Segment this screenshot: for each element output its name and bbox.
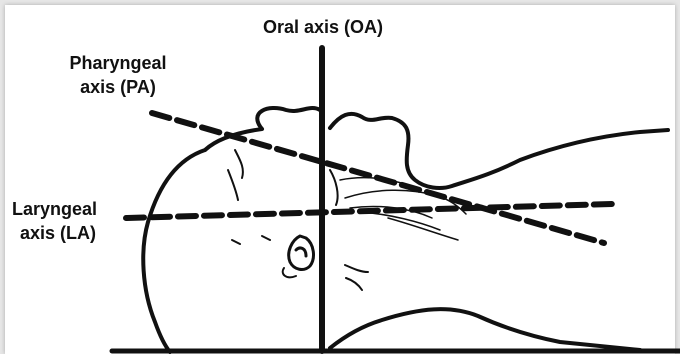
neck-outline (330, 309, 640, 350)
small-mark-1 (232, 240, 240, 244)
ear-drawing (289, 236, 314, 269)
head-outline (143, 108, 320, 352)
pharyngeal-axis-line (152, 113, 604, 243)
oral-axis-label: Oral axis (OA) (238, 16, 408, 38)
pharyngeal-axis-label-line2: axis (PA) (48, 76, 188, 98)
ear-detail (283, 268, 296, 277)
laryngeal-axis-label-line2: axis (LA) (20, 222, 96, 244)
airway-sketch (345, 190, 466, 240)
small-mark-2 (262, 236, 270, 240)
laryngeal-axis-label-line1: Laryngeal (12, 198, 97, 220)
pharyngeal-axis-label-line1: Pharyngeal (48, 52, 188, 74)
